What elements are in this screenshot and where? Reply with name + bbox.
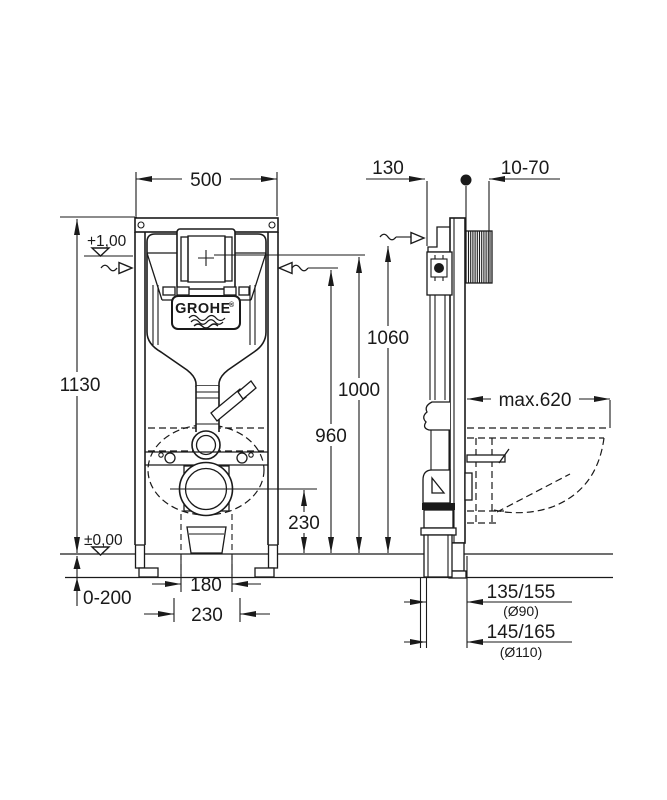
brand-name: GROHE	[175, 301, 231, 317]
inlet-valve-dot	[434, 263, 444, 273]
dimension-lines: 500 1130 +1,00 ±0,00 0-200 180	[57, 158, 611, 660]
front-view: GROHE ®	[134, 217, 279, 578]
wc-bowl-dashed	[467, 427, 607, 524]
inlet-pipe-angled	[210, 388, 247, 422]
cistern-tank: GROHE ®	[146, 228, 267, 387]
grohe-logo: GROHE ®	[171, 295, 241, 330]
wc-fixing-rod	[466, 454, 506, 463]
logo-wave-2	[190, 319, 224, 325]
wc-bracket	[464, 472, 473, 501]
dim-label-145-165: 145/165	[487, 622, 556, 643]
dim-label-230-bottom: 230	[191, 605, 223, 626]
meter-mark-squiggle-left-icon	[100, 261, 134, 275]
dim-label-1060: 1060	[367, 328, 409, 349]
dim-label-dia-90: (Ø90)	[503, 603, 539, 619]
anchor-point-dot-icon	[460, 174, 472, 186]
drain-socket	[186, 526, 227, 554]
dim-label-dia-110: (Ø110)	[500, 644, 543, 660]
level-label-plus-100: +1,00	[87, 233, 127, 250]
dim-label-230-drain-height: 230	[288, 513, 320, 534]
dim-label-width-500: 500	[190, 170, 222, 191]
registered-mark: ®	[229, 301, 235, 309]
level-label-zero: ±0,00	[84, 532, 123, 549]
datum-triangle-floor-icon	[90, 546, 111, 556]
datum-triangle-meter-icon	[90, 247, 111, 257]
side-view	[420, 217, 607, 579]
dim-label-range-0-200: 0-200	[83, 588, 132, 609]
dim-label-1000: 1000	[338, 380, 380, 401]
dim-label-height-1130: 1130	[60, 375, 101, 396]
flush-pipe	[191, 380, 257, 460]
squiggle-arrow-1060-icon	[379, 231, 426, 245]
flush-plate	[176, 228, 236, 290]
wall-anchor-block	[465, 230, 493, 284]
logo-wave-3	[193, 323, 219, 329]
mounting-frame	[134, 217, 279, 545]
flush-bend-top	[423, 401, 450, 431]
dim-label-10-70: 10-70	[501, 158, 550, 179]
dim-label-130: 130	[372, 158, 404, 179]
meter-mark-squiggle-right-icon	[277, 261, 338, 275]
dim-label-960: 960	[315, 426, 347, 447]
dim-label-135-155: 135/155	[487, 582, 556, 603]
drain-assembly	[178, 461, 234, 576]
logo-wave-1	[188, 314, 226, 322]
side-cistern-profile	[423, 251, 453, 470]
inlet-coupling	[237, 380, 257, 400]
dim-label-max-620: max.620	[499, 390, 572, 411]
dim-label-180: 180	[190, 575, 222, 596]
frame-feet	[134, 544, 279, 578]
side-outlet	[420, 448, 510, 578]
